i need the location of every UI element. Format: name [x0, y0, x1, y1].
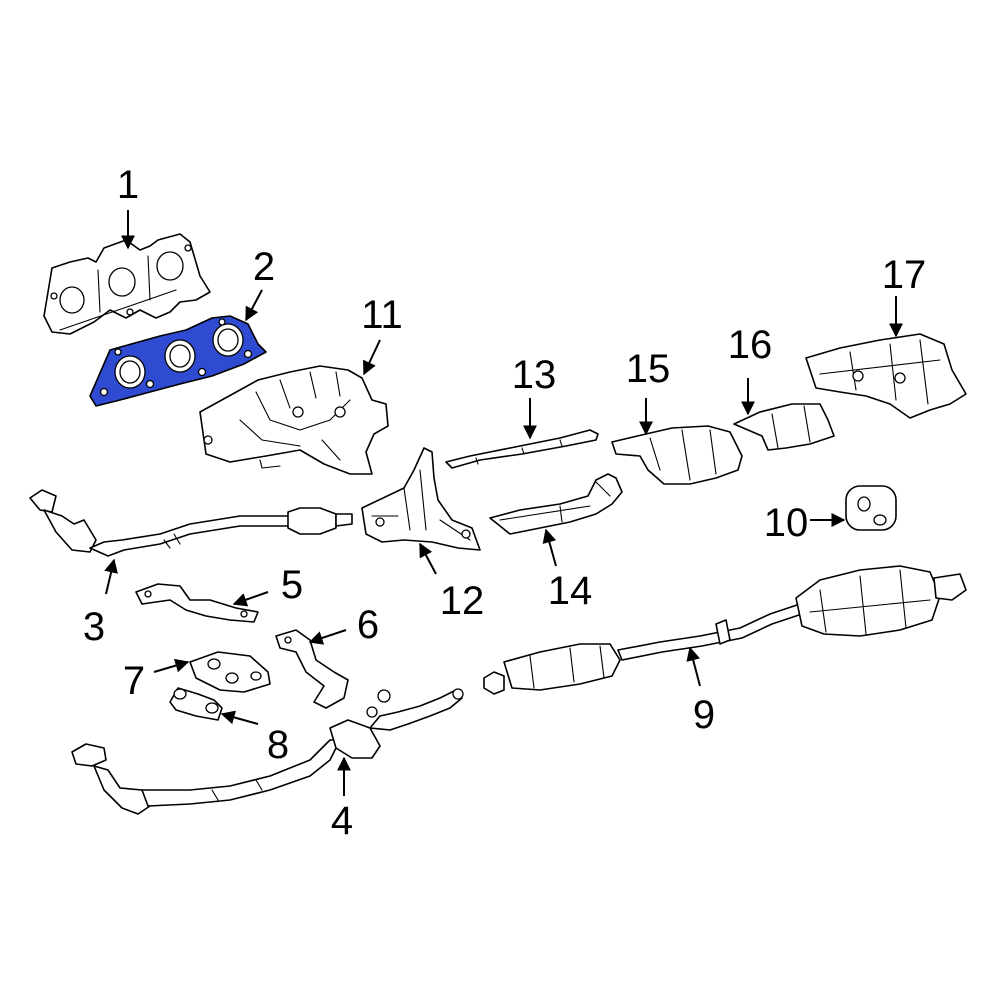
callout-4: 4 [331, 799, 353, 843]
callout-8: 8 [267, 723, 289, 767]
part-11-manifold-heat-shield[interactable] [199, 365, 389, 475]
part-17-heat-shield[interactable] [805, 333, 967, 419]
part-15-heat-shield[interactable] [611, 425, 743, 485]
callout-9: 9 [693, 693, 715, 737]
callout-16: 16 [728, 323, 773, 367]
callout-2: 2 [253, 245, 275, 289]
callout-13: 13 [512, 353, 557, 397]
part-5-bracket[interactable] [135, 583, 259, 623]
callout-12: 12 [440, 579, 485, 623]
part-8-gasket[interactable] [169, 687, 223, 721]
part-3-front-exhaust-pipe[interactable] [29, 489, 353, 557]
callout-14: 14 [548, 569, 593, 613]
callout-11: 11 [361, 293, 403, 337]
callout-numbers: 1 2 3 4 5 6 7 8 9 10 11 12 13 14 15 16 1… [83, 163, 926, 843]
part-10-exhaust-hanger[interactable] [845, 485, 897, 531]
part-2-manifold-gasket[interactable] [89, 315, 267, 407]
part-4-front-pipe[interactable] [71, 688, 464, 815]
part-1-exhaust-manifold[interactable] [43, 233, 211, 335]
callout-7: 7 [123, 659, 145, 703]
callout-15: 15 [626, 347, 671, 391]
callout-5: 5 [281, 563, 303, 607]
part-9-rear-exhaust-assembly[interactable] [483, 565, 967, 695]
part-7-gasket[interactable] [189, 651, 271, 693]
part-13-heat-shield-strip[interactable] [445, 429, 599, 469]
callout-10: 10 [764, 501, 809, 545]
part-14-heat-shield[interactable] [489, 473, 623, 535]
part-12-lower-heat-shield[interactable] [361, 447, 481, 551]
callout-3: 3 [83, 605, 105, 649]
leader-lines [104, 210, 903, 796]
callout-17: 17 [882, 253, 927, 297]
part-16-heat-shield[interactable] [733, 403, 835, 451]
callout-6: 6 [357, 603, 379, 647]
callout-1: 1 [117, 163, 139, 207]
